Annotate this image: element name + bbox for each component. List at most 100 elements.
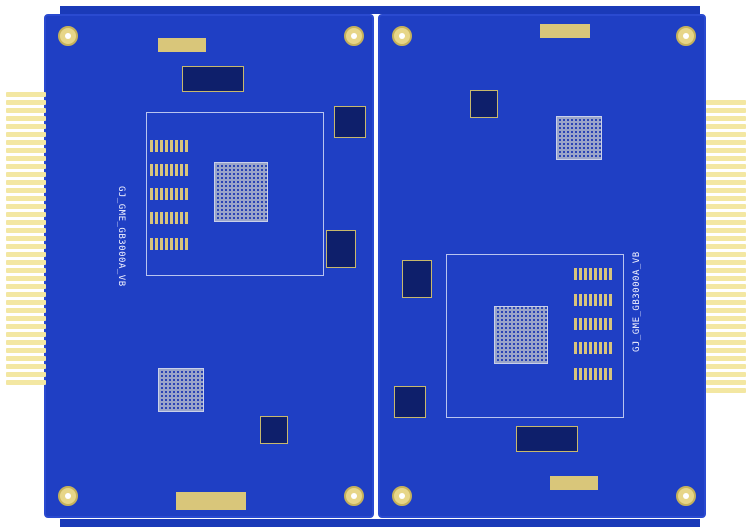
bga-chip xyxy=(214,162,268,222)
gold-finger xyxy=(6,172,46,177)
gold-finger xyxy=(6,284,46,289)
gold-finger xyxy=(706,228,746,233)
gold-finger xyxy=(706,380,746,385)
gold-finger xyxy=(6,316,46,321)
gold-finger xyxy=(706,316,746,321)
ic-chip xyxy=(260,416,288,444)
gold-finger xyxy=(706,268,746,273)
memory-chips xyxy=(150,238,190,250)
gold-finger xyxy=(706,164,746,169)
connector xyxy=(176,492,246,510)
panel-rail-top xyxy=(60,6,700,14)
gold-finger xyxy=(6,292,46,297)
connector xyxy=(158,38,206,52)
gold-finger xyxy=(6,324,46,329)
gold-finger xyxy=(6,268,46,273)
gold-finger xyxy=(706,212,746,217)
bga-chip xyxy=(494,306,548,364)
gold-finger xyxy=(6,348,46,353)
gold-finger xyxy=(706,348,746,353)
memory-chips xyxy=(574,342,614,354)
gold-finger xyxy=(6,156,46,161)
connector xyxy=(550,476,598,490)
gold-finger xyxy=(706,108,746,113)
gold-finger xyxy=(6,148,46,153)
gold-finger xyxy=(706,388,746,393)
gold-finger xyxy=(706,148,746,153)
memory-chips xyxy=(150,212,190,224)
gold-finger xyxy=(706,356,746,361)
gold-finger xyxy=(706,372,746,377)
gold-finger xyxy=(6,236,46,241)
gold-finger xyxy=(6,364,46,369)
gold-finger xyxy=(706,260,746,265)
gold-finger xyxy=(706,140,746,145)
gold-finger xyxy=(706,188,746,193)
memory-chips xyxy=(574,318,614,330)
memory-chips xyxy=(574,268,614,280)
ic-chip xyxy=(470,90,498,118)
memory-chips xyxy=(574,294,614,306)
gold-finger xyxy=(6,212,46,217)
ic-chip xyxy=(402,260,432,298)
gold-finger xyxy=(706,284,746,289)
gold-finger xyxy=(6,300,46,305)
gold-finger xyxy=(706,100,746,105)
silkscreen-label: GJ_GME_GB3000A_VB xyxy=(632,251,642,352)
memory-chips xyxy=(150,188,190,200)
gold-finger xyxy=(6,372,46,377)
edge-connector-left xyxy=(6,92,46,385)
gold-finger xyxy=(6,100,46,105)
gold-finger xyxy=(706,340,746,345)
gold-finger xyxy=(706,204,746,209)
mounting-hole xyxy=(392,486,412,506)
gold-finger xyxy=(706,116,746,121)
gold-finger xyxy=(706,156,746,161)
gold-finger xyxy=(706,132,746,137)
gold-finger xyxy=(6,308,46,313)
edge-connector-right xyxy=(706,100,746,393)
gold-finger xyxy=(6,220,46,225)
mounting-hole xyxy=(58,486,78,506)
gold-finger xyxy=(706,292,746,297)
connector xyxy=(540,24,590,38)
gold-finger xyxy=(6,244,46,249)
gold-finger xyxy=(6,340,46,345)
gold-finger xyxy=(6,276,46,281)
gold-finger xyxy=(706,124,746,129)
memory-chips xyxy=(150,164,190,176)
ic-chip xyxy=(334,106,366,138)
pcb-board-left: GJ_GME_GB3000A_VB xyxy=(44,14,374,518)
memory-chips xyxy=(150,140,190,152)
gold-finger xyxy=(6,124,46,129)
gold-finger xyxy=(706,236,746,241)
pcb-board-right: GJ_GME_GB3000A_VB xyxy=(378,14,706,518)
gold-finger xyxy=(706,172,746,177)
gold-finger xyxy=(6,108,46,113)
mounting-hole xyxy=(344,26,364,46)
component-outline xyxy=(446,254,624,418)
bga-chip-small xyxy=(556,116,602,160)
gold-finger xyxy=(706,252,746,257)
mounting-hole xyxy=(392,26,412,46)
ic-chip xyxy=(394,386,426,418)
gold-finger xyxy=(6,132,46,137)
component-outline xyxy=(146,112,324,276)
gold-finger xyxy=(706,332,746,337)
gold-finger xyxy=(6,380,46,385)
gold-finger xyxy=(706,220,746,225)
gold-finger xyxy=(6,356,46,361)
memory-chips xyxy=(574,368,614,380)
gold-finger xyxy=(6,204,46,209)
gold-finger xyxy=(706,364,746,369)
gold-finger xyxy=(6,92,46,97)
gold-finger xyxy=(6,180,46,185)
panel-cut-line xyxy=(374,14,378,518)
ic-chip xyxy=(516,426,578,452)
gold-finger xyxy=(6,228,46,233)
gold-finger xyxy=(6,140,46,145)
gold-finger xyxy=(706,180,746,185)
gold-finger xyxy=(6,164,46,169)
silkscreen-label: GJ_GME_GB3000A_VB xyxy=(116,186,126,287)
bga-chip-small xyxy=(158,368,204,412)
